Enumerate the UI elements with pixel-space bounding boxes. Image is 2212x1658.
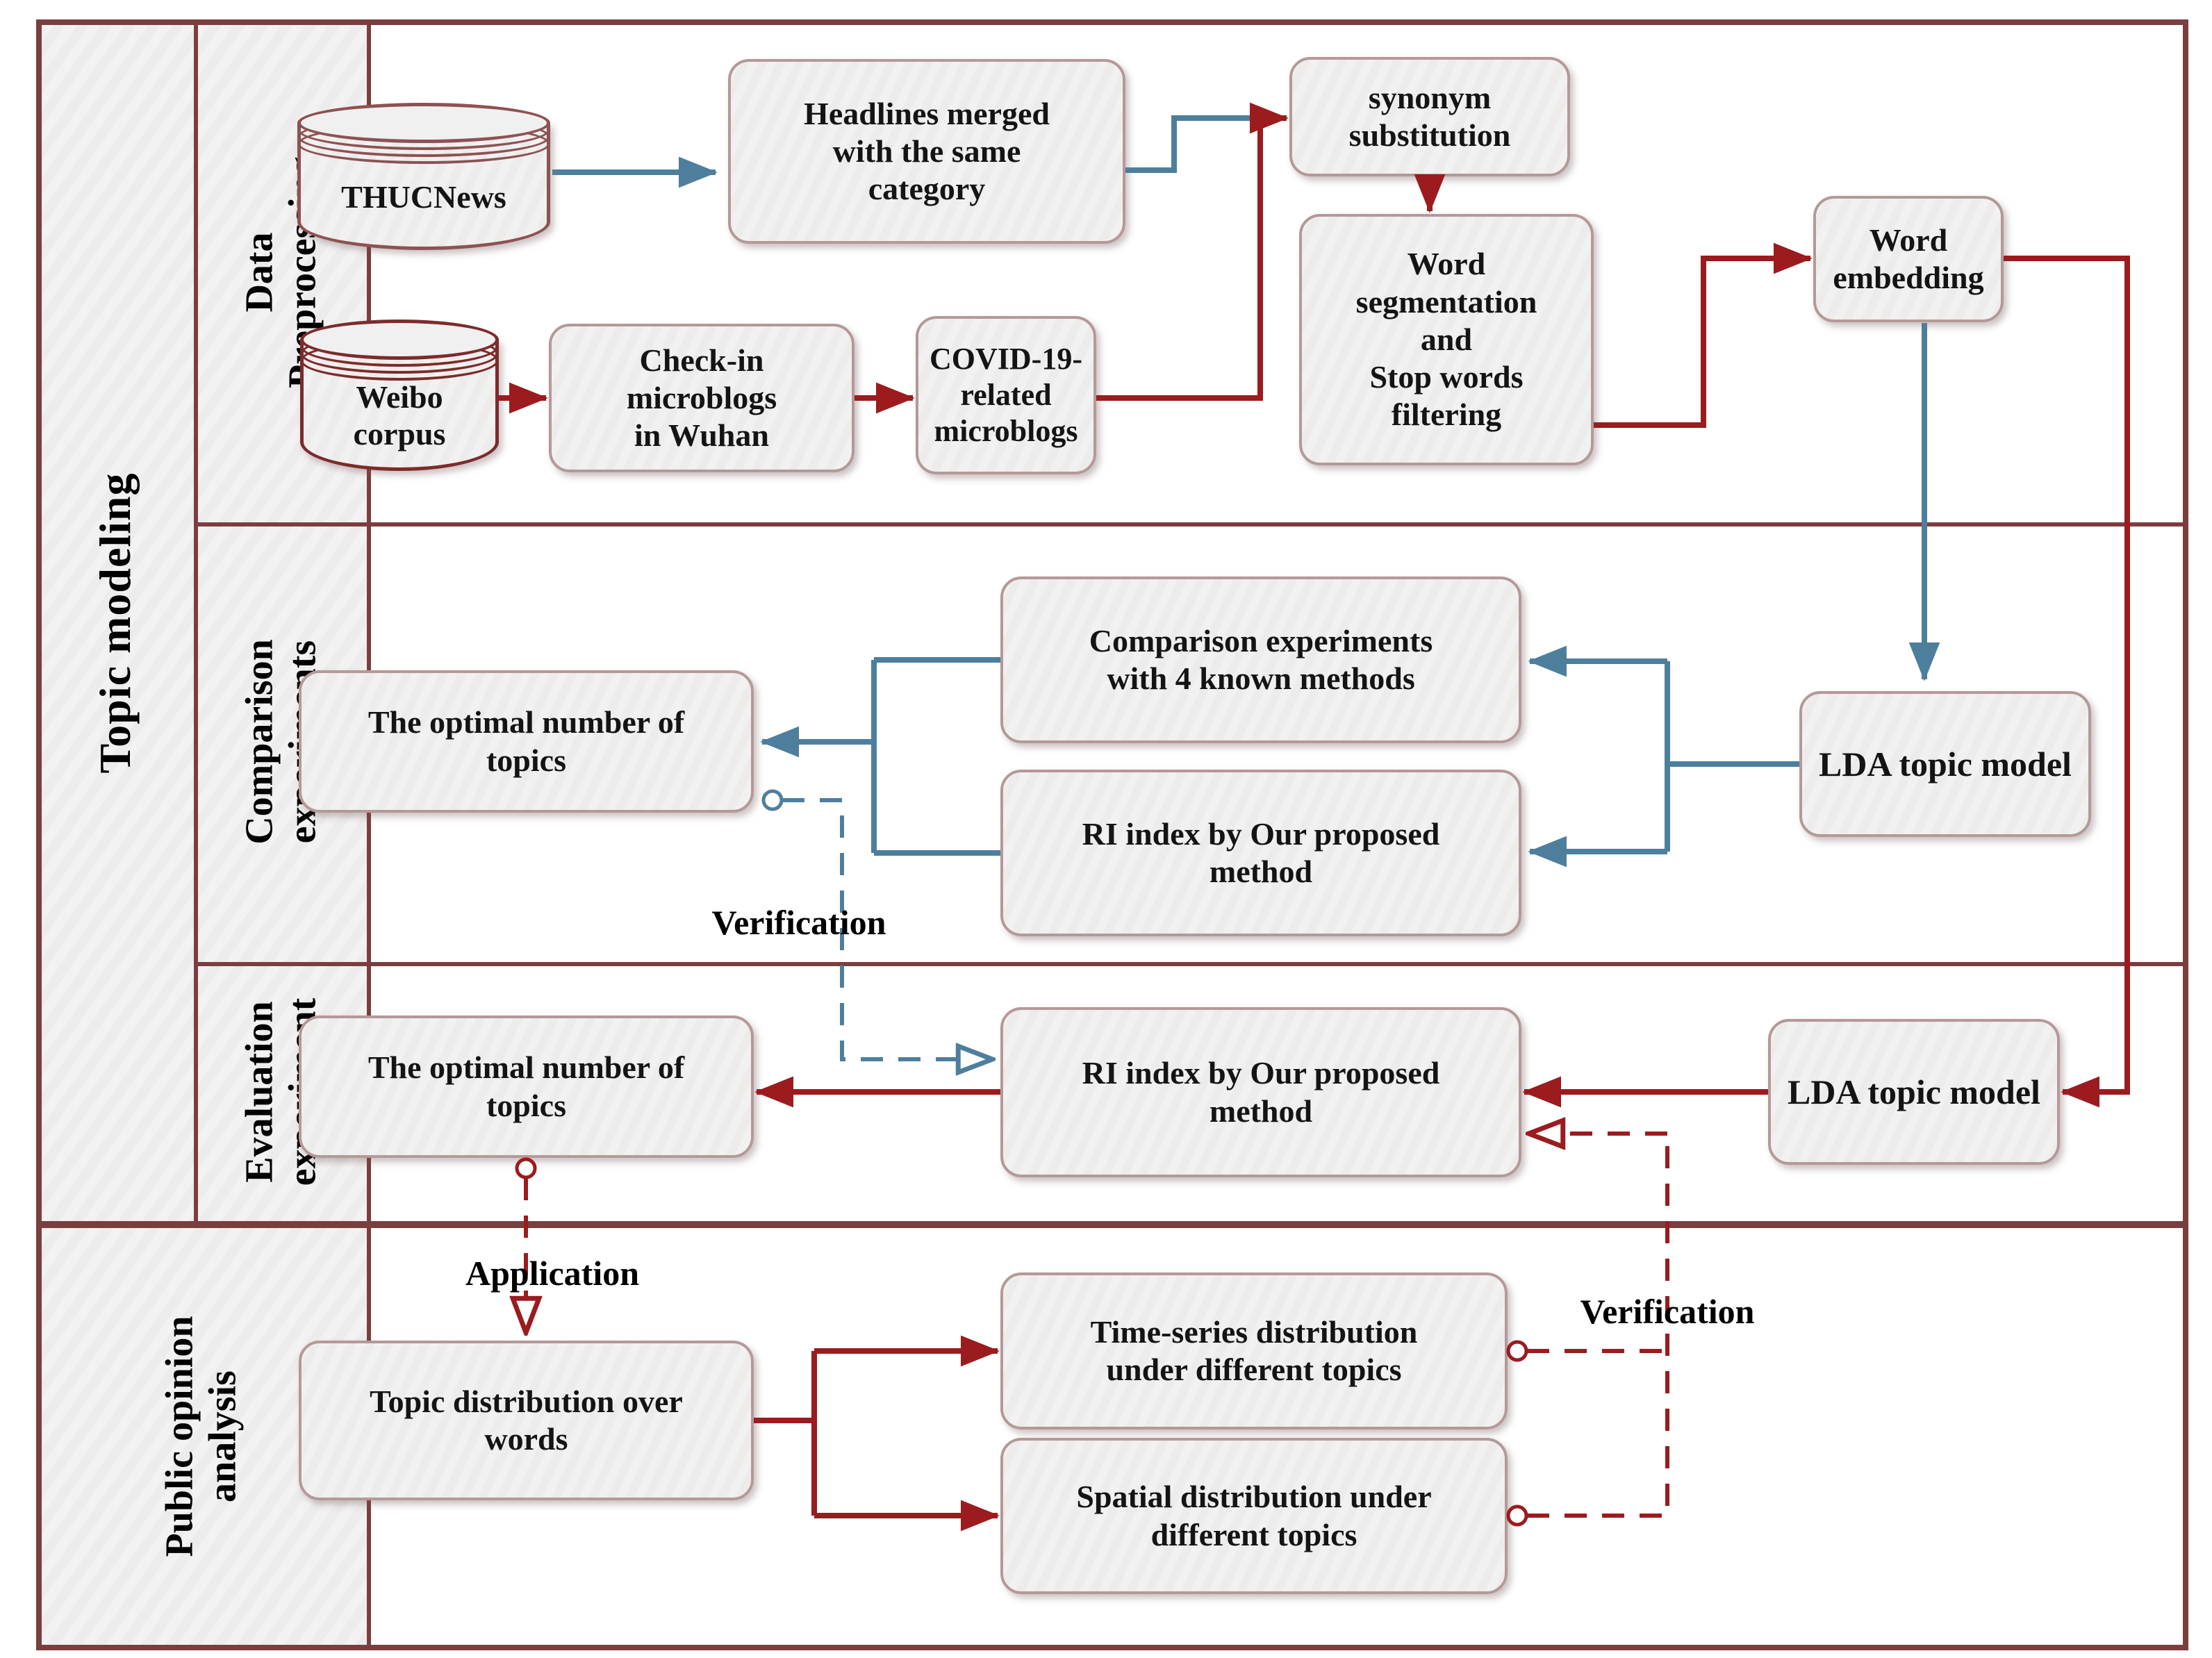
database-weibo-corpus: Weibo corpus xyxy=(300,320,499,471)
node-covid-related-microblogs: COVID-19- related microblogs xyxy=(916,316,1096,474)
node-word-segmentation-stopwords: Word segmentation and Stop words filteri… xyxy=(1299,214,1594,465)
edge-label-verification-comparison: Verification xyxy=(711,903,886,942)
grid-horizontal-1 xyxy=(194,522,2188,527)
node-optimal-topics-evaluation: The optimal number of topics xyxy=(299,1015,754,1158)
outer-frame xyxy=(36,19,2188,1650)
node-lda-topic-model-comparison: LDA topic model xyxy=(1799,691,2091,837)
node-ri-index-comparison: RI index by Our proposed method xyxy=(1000,770,1521,936)
node-timeseries-distribution: Time-series distribution under different… xyxy=(1000,1272,1508,1429)
node-spatial-distribution: Spatial distribution under different top… xyxy=(1000,1438,1508,1594)
grid-vertical-1 xyxy=(194,19,198,1228)
grid-vertical-2 xyxy=(367,19,371,1650)
database-thucnews-label: THUCNews xyxy=(341,179,506,215)
node-topic-distribution-words: Topic distribution over words xyxy=(299,1341,754,1500)
edge-label-application: Application xyxy=(465,1254,640,1293)
grid-horizontal-2 xyxy=(194,962,2188,966)
node-optimal-topics-comparison: The optimal number of topics xyxy=(299,670,754,813)
node-ri-index-evaluation: RI index by Our proposed method xyxy=(1000,1007,1521,1177)
node-checkin-microblogs: Check-in microblogs in Wuhan xyxy=(549,324,855,472)
edge-label-verification-public: Verification xyxy=(1580,1292,1755,1331)
node-headlines-merged: Headlines merged with the same category xyxy=(728,59,1125,244)
cylinder-top xyxy=(300,320,499,360)
grid-horizontal-3 xyxy=(36,1221,2188,1228)
node-word-embedding: Word embedding xyxy=(1813,196,2004,322)
cylinder-top xyxy=(297,103,550,143)
database-weibo-label: Weibo corpus xyxy=(353,379,446,451)
database-thucnews: THUCNews xyxy=(297,103,550,250)
node-comparison-4-methods: Comparison experiments with 4 known meth… xyxy=(1000,577,1521,743)
node-lda-topic-model-evaluation: LDA topic model xyxy=(1768,1019,2060,1165)
node-synonym-substitution: synonym substitution xyxy=(1289,57,1570,176)
lane-topic-modeling-bg xyxy=(42,25,194,1221)
